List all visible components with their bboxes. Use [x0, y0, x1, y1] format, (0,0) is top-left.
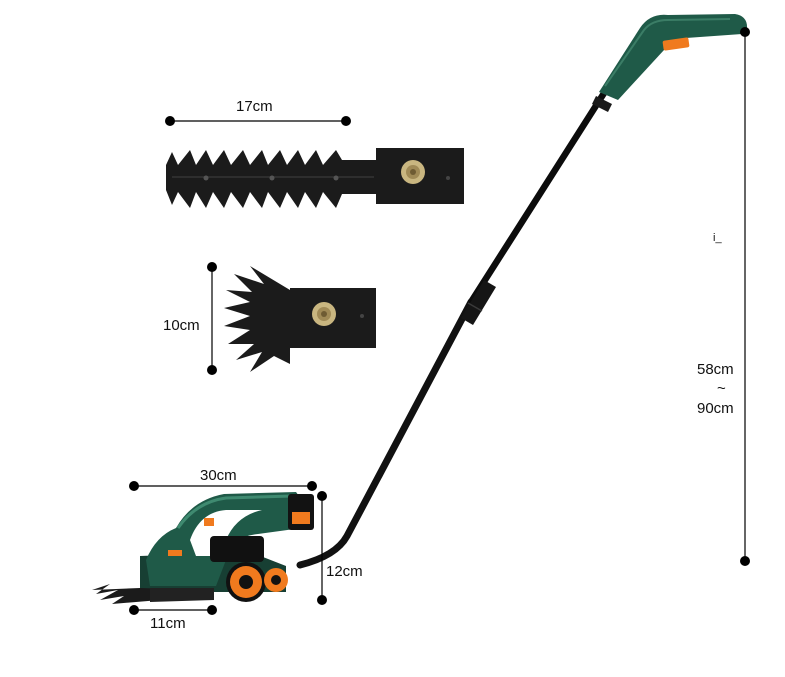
trigger-button	[662, 37, 690, 51]
dimension-label-blade-short: 10cm	[163, 317, 200, 334]
shear-body	[92, 492, 314, 604]
blade-gear	[312, 302, 336, 326]
dimension-label-pole-sep: ~	[717, 380, 726, 397]
grass-blade-short	[224, 266, 376, 372]
dimension-label-blade-tip: 11cm	[150, 615, 186, 632]
pole-handle	[592, 14, 748, 112]
telescopic-pole	[296, 86, 610, 569]
hedge-blade-long	[166, 148, 464, 208]
dimension-lines	[129, 27, 750, 615]
dimension-label-blade-long: 17cm	[236, 98, 273, 115]
wheel	[226, 562, 266, 602]
dimension-label-body-length: 30cm	[200, 467, 237, 484]
pole-lock-collar	[461, 280, 496, 325]
battery-pack	[288, 494, 314, 530]
stray-mark: i_	[713, 232, 722, 244]
blade-gear	[401, 160, 425, 184]
dimension-label-body-height: 12cm	[326, 563, 363, 580]
dimension-label-pole-max: 90cm	[697, 400, 734, 417]
dimension-label-pole-min: 58cm	[697, 361, 734, 378]
wheel	[264, 568, 288, 592]
